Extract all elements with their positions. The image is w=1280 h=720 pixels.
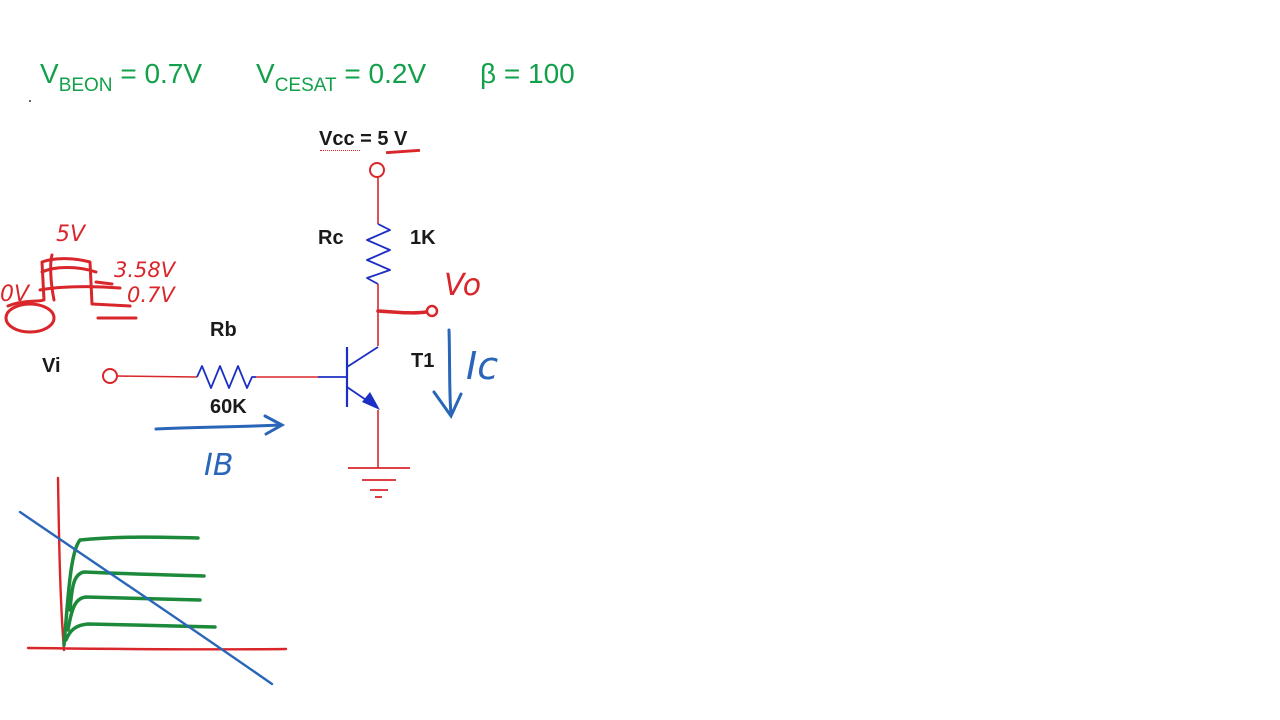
output-label: Vo bbox=[444, 268, 482, 303]
rb-value: 60K bbox=[210, 396, 247, 418]
vce-sat-parameter: VCESAT = 0.2V bbox=[256, 58, 427, 96]
input-label: Vi bbox=[42, 355, 61, 377]
vcc-node bbox=[369, 162, 385, 224]
ground-symbol bbox=[348, 467, 410, 498]
level-low-label: 0.7V bbox=[127, 283, 175, 307]
collector-current-label: Ic bbox=[466, 344, 499, 388]
level-high-label: 3.58V bbox=[114, 258, 176, 282]
transistor-t1 bbox=[318, 346, 380, 410]
rc-label: Rc bbox=[318, 227, 344, 249]
pulse-high-label: 5V bbox=[56, 222, 86, 247]
input-node bbox=[102, 368, 198, 384]
rb-label: Rb bbox=[210, 319, 237, 341]
stray-dot bbox=[29, 100, 31, 102]
output-node bbox=[376, 304, 439, 318]
characteristic-curves bbox=[18, 476, 288, 686]
transistor-label: T1 bbox=[411, 350, 435, 372]
beta-parameter: β = 100 bbox=[480, 58, 575, 89]
vcc-spellcheck-underline bbox=[320, 150, 360, 151]
vcc-label: Vcc = 5 V bbox=[319, 128, 408, 150]
rc-resistor bbox=[366, 223, 391, 285]
vbe-on-parameter: VBEON = 0.7V bbox=[40, 58, 203, 96]
pulse-low-label: 0V bbox=[0, 282, 30, 307]
collector-current-arrow bbox=[432, 328, 463, 419]
rc-value: 1K bbox=[410, 227, 436, 249]
pulse-sketch bbox=[4, 253, 138, 334]
base-current-arrow bbox=[154, 414, 286, 436]
base-current-label: IB bbox=[204, 448, 234, 483]
rb-resistor bbox=[196, 365, 256, 389]
